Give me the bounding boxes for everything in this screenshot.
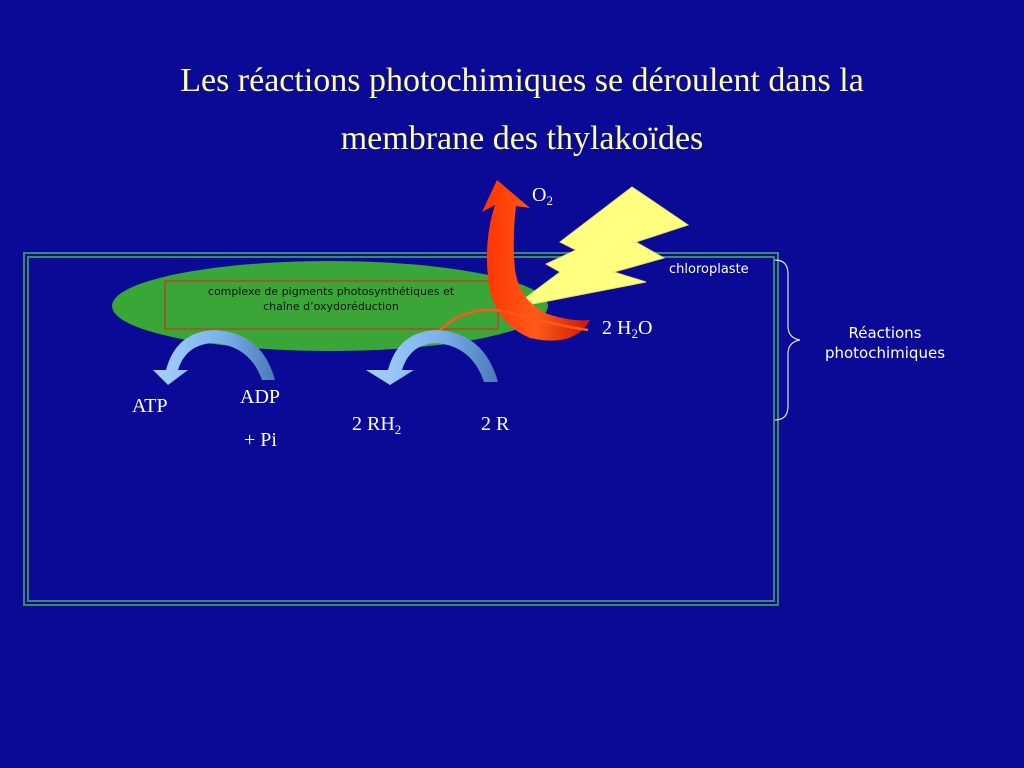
- chloroplast-label: chloroplaste: [669, 262, 749, 277]
- r-label: 2 R: [481, 413, 510, 435]
- h2o-label: 2 H2O: [602, 317, 652, 340]
- reduction-arrow: [366, 330, 498, 385]
- reactions-line-2: photochimiques: [824, 344, 946, 362]
- chloroplast-frame-inner: [27, 256, 775, 602]
- complex-label-line-2: chaîne d’oxydoréduction: [263, 300, 399, 313]
- reactions-line-1: Réactions: [848, 324, 922, 342]
- pi-label: + Pi: [244, 429, 277, 451]
- o2-label: O2: [532, 184, 553, 207]
- complex-label-line-1: complexe de pigments photosynthétiques e…: [207, 285, 455, 298]
- rh2-label: 2 RH2: [352, 413, 401, 436]
- atp-label: ATP: [132, 395, 168, 417]
- rh2-subscript: 2: [394, 422, 402, 437]
- h2o-tail: O: [637, 317, 653, 339]
- atp-synthesis-arrow: [153, 330, 275, 385]
- o2-subscript: 2: [546, 193, 553, 208]
- light-lightning: [511, 186, 690, 309]
- h2o-subscript: 2: [631, 326, 638, 341]
- water-oxidation-arc: [439, 308, 589, 332]
- rh2-main: 2 RH: [352, 413, 395, 435]
- photochemical-reactions-label: Réactions photochimiques: [800, 323, 970, 363]
- complex-label: complexe de pigments photosynthétiques e…: [172, 284, 490, 314]
- chloroplast-frame-outer: [23, 252, 779, 606]
- h2o-main: 2 H: [602, 317, 632, 339]
- water-oxidation-arrow: [482, 180, 590, 341]
- o2-main: O: [532, 184, 547, 206]
- title-line-1: Les réactions photochimiques se déroulen…: [180, 62, 864, 99]
- slide-title: Les réactions photochimiques se déroulen…: [0, 52, 1024, 168]
- title-line-2: membrane des thylakoïdes: [340, 120, 704, 157]
- brace: [774, 259, 801, 421]
- adp-label: ADP: [240, 386, 281, 408]
